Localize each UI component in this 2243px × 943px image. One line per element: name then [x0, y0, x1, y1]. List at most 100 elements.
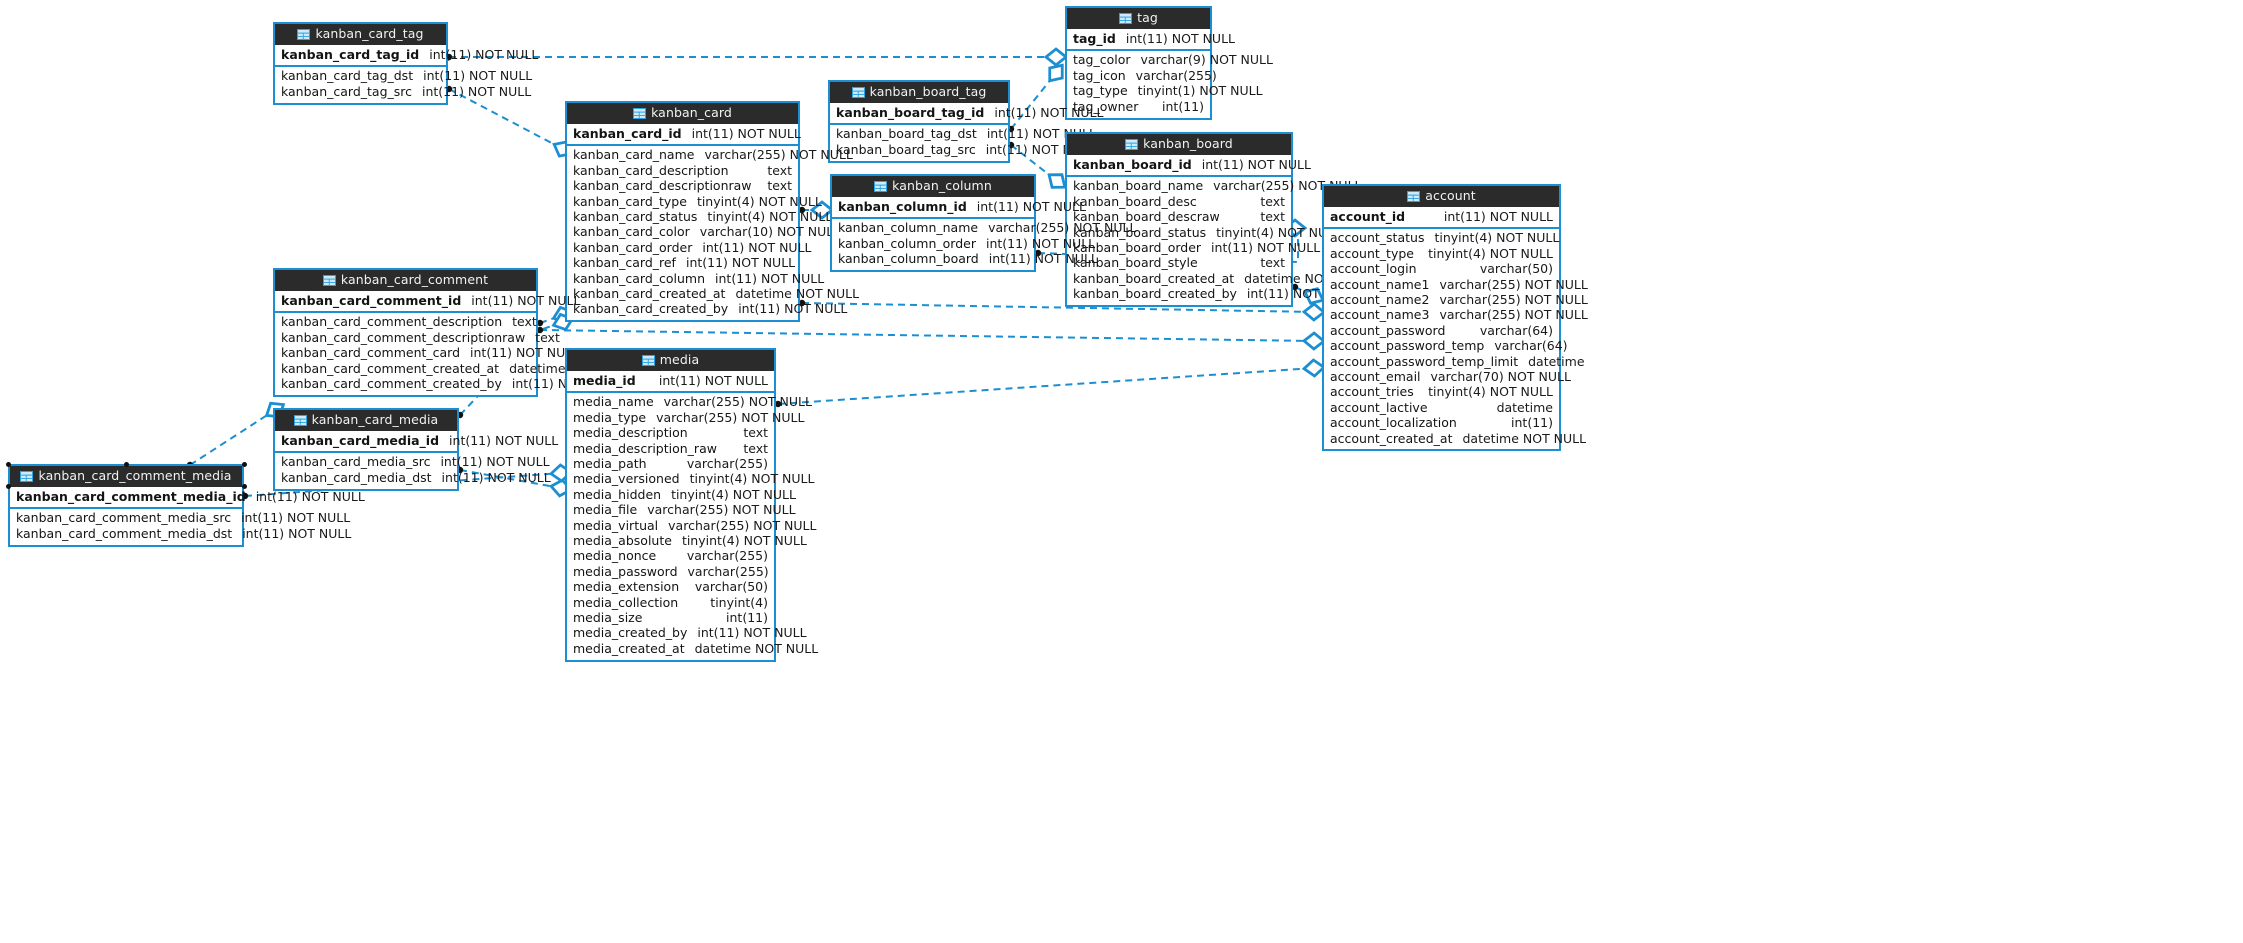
er-table-kanban_card_tag[interactable]: kanban_card_tag kanban_card_tag_id int(1… [273, 22, 538, 105]
er-table-account[interactable]: account account_id int(11) NOT NULL acco… [1322, 184, 1588, 452]
er-table-header-kanban_card_comment_media[interactable]: kanban_card_comment_media [10, 466, 242, 487]
er-table-header-kanban_card_media[interactable]: kanban_card_media [275, 410, 457, 431]
er-pk-row-kanban_card_media[interactable]: kanban_card_media_id int(11) NOT NULL [275, 431, 558, 453]
er-table-header-kanban_board_tag[interactable]: kanban_board_tag [830, 82, 1008, 103]
er-pk-row-tag[interactable]: tag_id int(11) NOT NULL [1067, 29, 1235, 51]
er-table-header-kanban_board[interactable]: kanban_board [1067, 134, 1291, 155]
er-table-header-tag[interactable]: tag [1067, 8, 1210, 29]
er-table-kanban_board[interactable]: kanban_board kanban_board_id int(11) NOT… [1065, 132, 1368, 308]
er-pk-row-kanban_card_tag[interactable]: kanban_card_tag_id int(11) NOT NULL [275, 45, 538, 67]
selection-handle[interactable] [5, 461, 11, 467]
er-pk-row-kanban_board[interactable]: kanban_board_id int(11) NOT NULL [1067, 155, 1311, 177]
er-table-header-kanban_card[interactable]: kanban_card [567, 103, 798, 124]
er-table-kanban_card[interactable]: kanban_card kanban_card_id int(11) NOT N… [565, 101, 859, 323]
er-table-kanban_column[interactable]: kanban_column kanban_column_id int(11) N… [830, 174, 1136, 273]
er-table-header-kanban_column[interactable]: kanban_column [832, 176, 1034, 197]
er-pk-row-kanban_column[interactable]: kanban_column_id int(11) NOT NULL [832, 197, 1086, 219]
selection-handle[interactable] [5, 483, 11, 489]
er-table-media[interactable]: media media_id int(11) NOT NULL media_na… [565, 348, 818, 662]
er-table-kanban_card_comment_media[interactable]: kanban_card_comment_media kanban_card_co… [8, 464, 365, 547]
er-table-header-kanban_card_tag[interactable]: kanban_card_tag [275, 24, 446, 45]
er-table-kanban_board_tag[interactable]: kanban_board_tag kanban_board_tag_id int… [828, 80, 1104, 163]
er-pk-row-media[interactable]: media_id int(11) NOT NULL [567, 371, 774, 393]
selection-handle[interactable] [241, 483, 247, 489]
er-table-kanban_card_media[interactable]: kanban_card_media kanban_card_media_id i… [273, 408, 558, 491]
er-pk-row-kanban_board_tag[interactable]: kanban_board_tag_id int(11) NOT NULL [830, 103, 1104, 125]
er-pk-row-kanban_card_comment_media[interactable]: kanban_card_comment_media_id int(11) NOT… [10, 487, 365, 509]
selection-handle[interactable] [123, 461, 129, 467]
er-table-kanban_card_comment[interactable]: kanban_card_comment kanban_card_comment_… [273, 268, 633, 397]
er-pk-row-account[interactable]: account_id int(11) NOT NULL [1324, 207, 1559, 229]
er-table-header-account[interactable]: account [1324, 186, 1559, 207]
er-pk-row-kanban_card[interactable]: kanban_card_id int(11) NOT NULL [567, 124, 801, 146]
er-table-header-media[interactable]: media [567, 350, 774, 371]
